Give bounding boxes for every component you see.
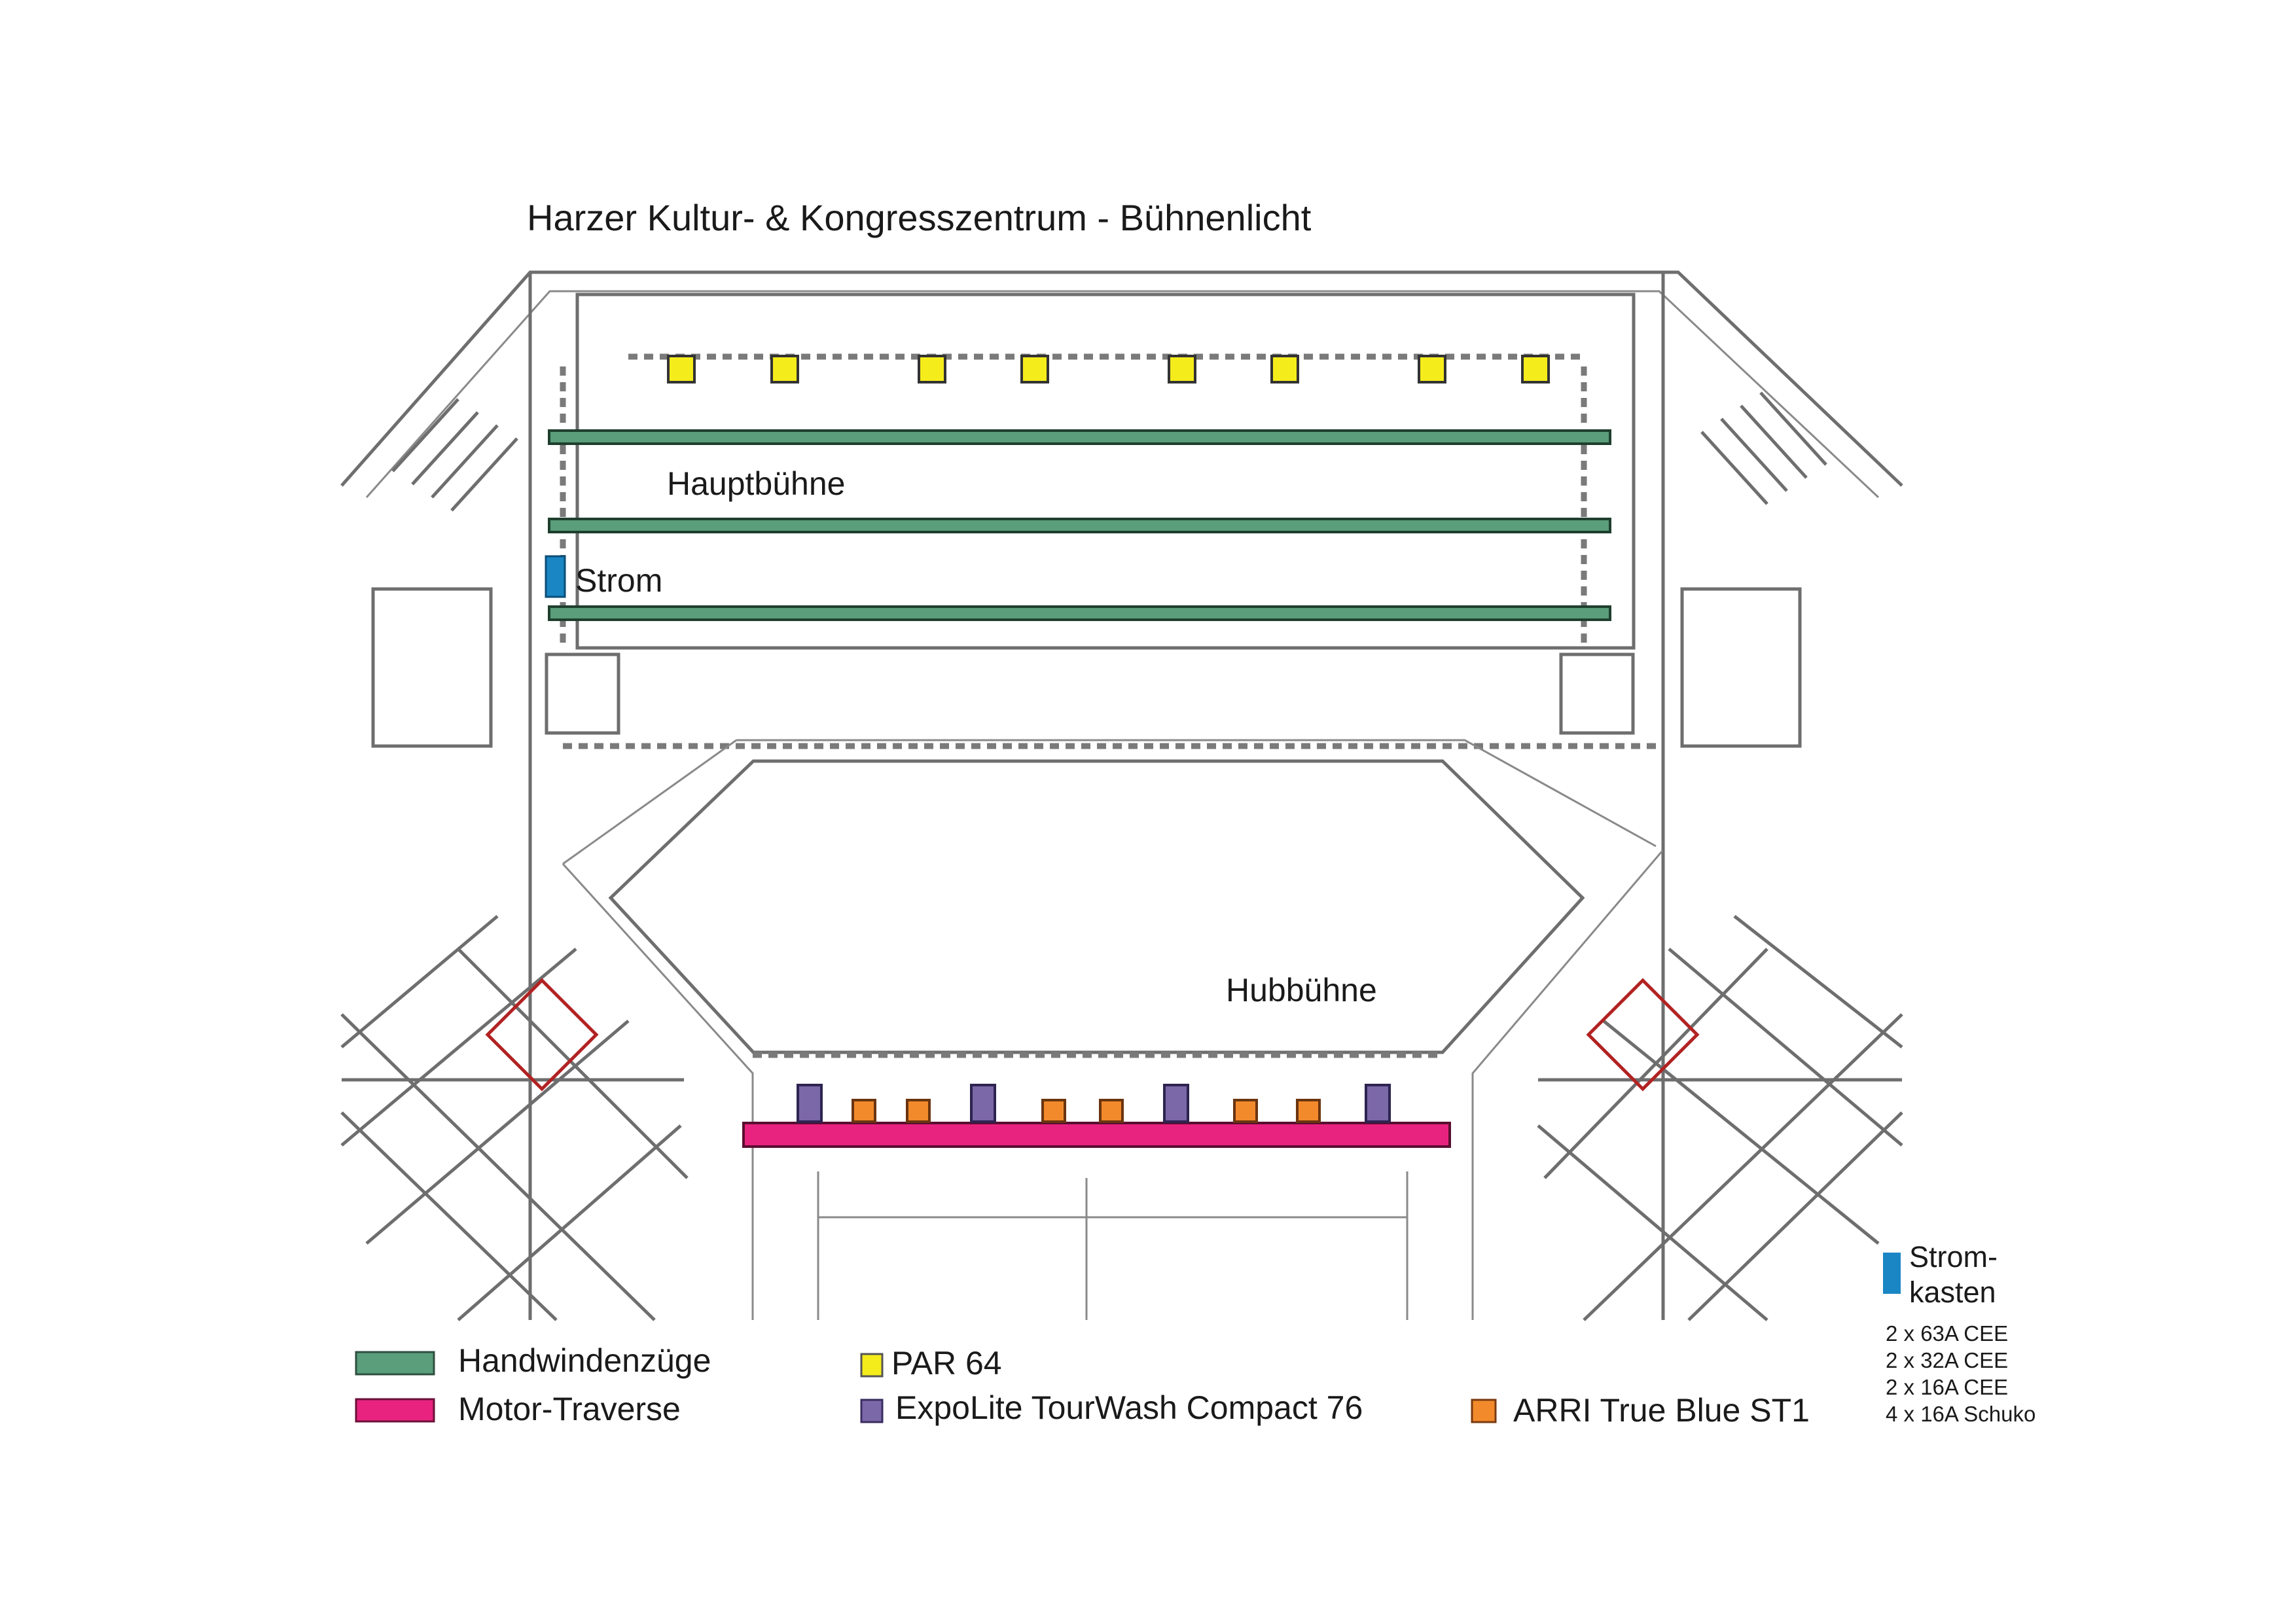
legend-label-power-box-line2: kasten bbox=[1909, 1275, 1996, 1309]
power-outlet-item: 4 x 16A Schuko bbox=[1886, 1402, 2036, 1426]
legend-swatch-motor-truss bbox=[355, 1398, 435, 1423]
par64-fixture bbox=[667, 355, 696, 383]
expolite-fixture bbox=[1163, 1084, 1189, 1123]
floor-plan-background bbox=[340, 270, 1903, 1321]
hand-winch-bar bbox=[548, 518, 1611, 533]
legend-swatch-expolite bbox=[860, 1399, 884, 1423]
par64-fixture bbox=[1521, 355, 1550, 383]
expolite-fixture bbox=[1365, 1084, 1391, 1123]
arri-fixture bbox=[1296, 1099, 1321, 1123]
main-stage-label: Hauptbühne bbox=[667, 465, 845, 502]
arri-fixture bbox=[906, 1099, 931, 1123]
lift-stage-label: Hubbühne bbox=[1226, 972, 1377, 1008]
power-box bbox=[545, 555, 566, 598]
par64-fixture bbox=[770, 355, 799, 383]
par64-fixture bbox=[1270, 355, 1299, 383]
par64-fixture bbox=[918, 355, 946, 383]
power-label: Strom bbox=[575, 562, 662, 599]
power-outlet-item: 2 x 63A CEE bbox=[1886, 1321, 2008, 1346]
expolite-fixtures bbox=[797, 1084, 1391, 1123]
hand-winch-bars bbox=[548, 429, 1611, 621]
legend-swatch-arri bbox=[1471, 1399, 1497, 1423]
arri-fixture bbox=[1099, 1099, 1124, 1123]
arri-fixture bbox=[1233, 1099, 1258, 1123]
arri-fixture bbox=[852, 1099, 876, 1123]
plan-title: Harzer Kultur- & Kongresszentrum - Bühne… bbox=[527, 197, 1312, 238]
marker-diamond-right bbox=[1586, 978, 1700, 1092]
legend-label-par64: PAR 64 bbox=[891, 1345, 1002, 1382]
motor-truss bbox=[742, 1122, 1451, 1148]
par64-fixtures bbox=[667, 355, 1550, 383]
power-outlet-item: 2 x 32A CEE bbox=[1886, 1348, 2008, 1372]
legend-label-expolite: ExpoLite TourWash Compact 76 bbox=[895, 1389, 1363, 1426]
legend-label-motor-truss: Motor-Traverse bbox=[458, 1391, 681, 1427]
arri-fixtures bbox=[852, 1099, 1321, 1123]
par64-fixture bbox=[1418, 355, 1446, 383]
legend-swatch-power-box bbox=[1883, 1253, 1901, 1294]
expolite-fixture bbox=[797, 1084, 823, 1123]
par64-fixture bbox=[1168, 355, 1196, 383]
legend-label-hand-winch: Handwindenzüge bbox=[458, 1342, 711, 1379]
arri-fixture bbox=[1041, 1099, 1066, 1123]
expolite-fixture bbox=[970, 1084, 996, 1123]
hand-winch-bar bbox=[548, 605, 1611, 621]
legend: Handwindenzüge Motor-Traverse PAR 64 Exp… bbox=[355, 1240, 2036, 1429]
legend-swatch-hand-winch bbox=[355, 1351, 435, 1376]
power-outlet-item: 2 x 16A CEE bbox=[1886, 1375, 2008, 1399]
hand-winch-bar bbox=[548, 429, 1611, 445]
marker-diamond-left bbox=[485, 978, 599, 1092]
legend-label-arri: ARRI True Blue ST1 bbox=[1513, 1392, 1810, 1429]
legend-label-power-box-line1: Strom- bbox=[1909, 1240, 1998, 1274]
par64-fixture bbox=[1020, 355, 1049, 383]
legend-swatch-par64 bbox=[860, 1353, 884, 1378]
